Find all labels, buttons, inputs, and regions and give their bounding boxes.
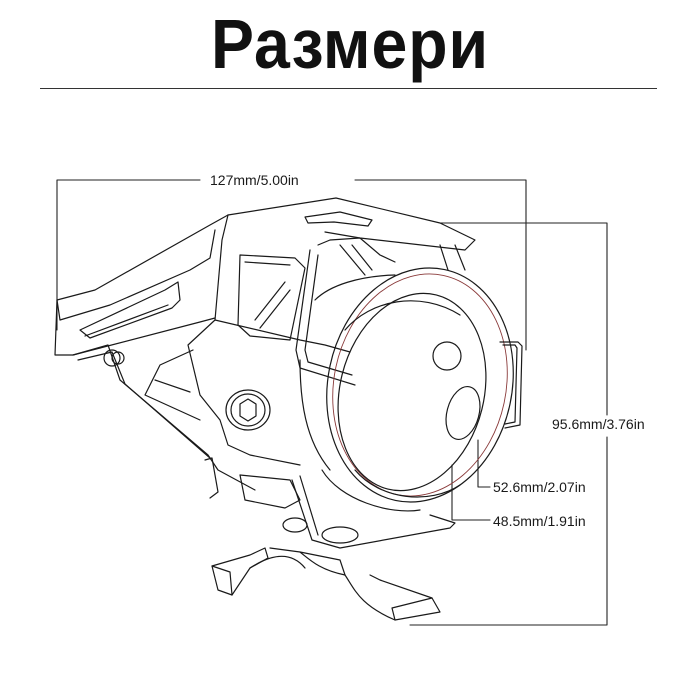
height-dimension-label: 95.6mm/3.76in [550, 416, 647, 432]
top-plate [227, 197, 476, 251]
width-dimension-label: 127mm/5.00in [205, 172, 304, 188]
side-plate [144, 214, 351, 466]
left-bracket [54, 214, 256, 491]
lens-diameter-label: 48.5mm/1.91in [493, 513, 586, 529]
ring-diameter-label: 52.6mm/2.07in [493, 479, 586, 495]
lamp-body [299, 274, 421, 512]
page-title: Размери [211, 5, 489, 83]
front-cage [295, 237, 466, 386]
front-ring [326, 267, 514, 503]
lower-bracket [204, 457, 456, 549]
title-divider [40, 88, 657, 89]
right-tab [499, 341, 523, 429]
clamp-base [211, 547, 441, 621]
